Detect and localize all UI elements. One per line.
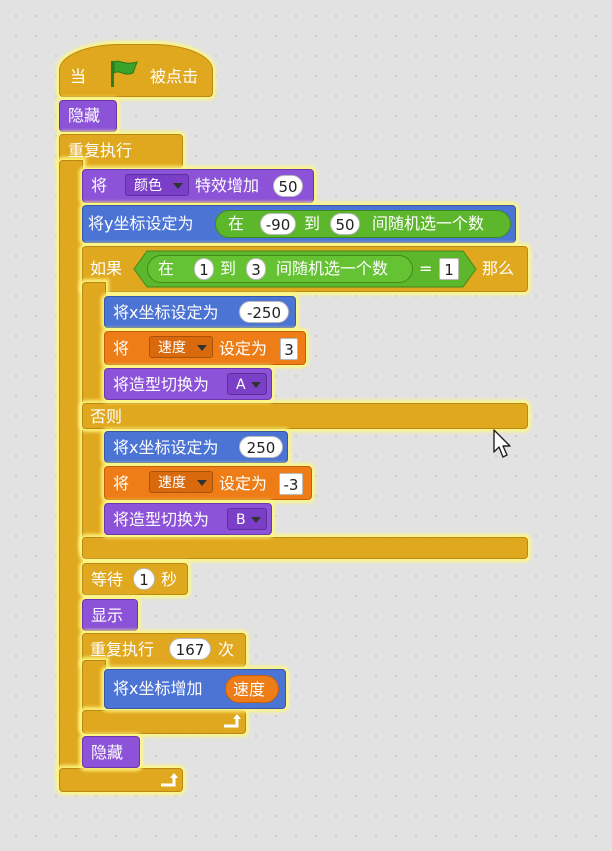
switch-costume-label: 将造型切换为 <box>113 510 210 529</box>
variable-dropdown-label: 速度 <box>158 475 186 491</box>
random-end-label: 间随机选一个数 <box>372 214 485 233</box>
set-var-prefix: 将 <box>113 339 130 358</box>
set-var-value-input[interactable]: -3 <box>279 473 303 495</box>
if-label: 如果 <box>90 259 123 278</box>
set-x-label: 将x坐标设定为 <box>113 438 219 457</box>
hide-block-end[interactable]: 隐藏 <box>82 736 140 768</box>
switch-costume-block-then[interactable]: 将造型切换为 A <box>104 368 272 400</box>
switch-costume-block-else[interactable]: 将造型切换为 B <box>104 503 272 535</box>
speed-reporter-label: 速度 <box>233 680 266 699</box>
random-in-label: 在 <box>228 214 245 233</box>
repeat-count-input[interactable]: 167 <box>169 638 211 660</box>
costume-dropdown[interactable]: B <box>227 508 267 530</box>
effect-prefix: 将 <box>91 176 108 195</box>
set-var-mid: 设定为 <box>219 474 268 493</box>
if-random-in-label: 在 <box>158 259 175 278</box>
wait-label: 等待 <box>91 570 124 589</box>
hat-when-label: 当 <box>70 67 87 86</box>
switch-costume-label: 将造型切换为 <box>113 375 210 394</box>
change-effect-block[interactable]: 将 颜色 特效增加 50 <box>82 169 314 203</box>
variable-dropdown[interactable]: 速度 <box>149 336 213 358</box>
set-var-prefix: 将 <box>113 474 130 493</box>
hat-clicked-label: 被点击 <box>150 67 199 86</box>
wait-seconds-input[interactable]: 1 <box>133 568 155 590</box>
loop-arrow-icon <box>161 773 178 787</box>
set-x-block-then[interactable]: 将x坐标设定为 -250 <box>104 296 296 328</box>
if-random-to-input[interactable]: 3 <box>246 258 266 280</box>
if-bottom-bar <box>82 537 528 559</box>
dropdown-arrow-icon <box>197 480 207 486</box>
repeat-bottom <box>82 710 246 734</box>
green-flag-icon <box>111 60 138 87</box>
forever-arm-bottom <box>59 768 183 792</box>
dropdown-arrow-icon <box>173 183 183 189</box>
variable-dropdown[interactable]: 速度 <box>149 471 213 493</box>
if-random-from-input[interactable]: 1 <box>194 258 214 280</box>
effect-suffix: 特效增加 <box>195 176 260 195</box>
show-block[interactable]: 显示 <box>82 599 138 631</box>
hide-label: 隐藏 <box>68 106 101 125</box>
dropdown-arrow-icon <box>251 517 261 523</box>
variable-dropdown-label: 速度 <box>158 340 186 356</box>
hide-block[interactable]: 隐藏 <box>59 100 117 132</box>
random-reporter-y[interactable]: 在 -90 到 50 间随机选一个数 <box>215 210 511 238</box>
wait-block[interactable]: 等待 1 秒 <box>82 563 188 595</box>
set-x-label: 将x坐标设定为 <box>113 303 219 322</box>
mouse-cursor-icon <box>493 429 511 458</box>
repeat-header <box>82 633 246 667</box>
change-x-label: 将x坐标增加 <box>113 679 203 698</box>
set-y-label: 将y坐标设定为 <box>88 214 194 233</box>
effect-dropdown-label: 颜色 <box>134 178 162 194</box>
change-x-block[interactable]: 将x坐标增加 速度 <box>104 669 286 709</box>
repeat-label: 重复执行 <box>90 640 155 659</box>
equals-sign: = <box>419 259 433 278</box>
set-var-mid: 设定为 <box>219 339 268 358</box>
costume-dropdown[interactable]: A <box>227 373 267 395</box>
set-y-block[interactable]: 将y坐标设定为 在 -90 到 50 间随机选一个数 <box>82 205 516 243</box>
dropdown-arrow-icon <box>251 382 261 388</box>
set-var-block-then[interactable]: 将 速度 设定为 3 <box>104 331 306 365</box>
else-label: 否则 <box>90 407 123 426</box>
forever-left-arm <box>59 160 83 780</box>
else-bar <box>82 403 528 429</box>
forever-label: 重复执行 <box>68 141 133 160</box>
random-from-input[interactable]: -90 <box>260 213 296 235</box>
speed-variable-reporter[interactable]: 速度 <box>225 675 279 703</box>
show-label: 显示 <box>91 606 124 625</box>
dropdown-arrow-icon <box>197 345 207 351</box>
set-x-value-input[interactable]: -250 <box>239 301 289 323</box>
effect-dropdown[interactable]: 颜色 <box>125 174 189 196</box>
repeat-unit-label: 次 <box>218 640 235 659</box>
if-random-to-label: 到 <box>220 259 237 278</box>
costume-dropdown-label: B <box>236 512 246 528</box>
random-reporter-if[interactable]: 在 1 到 3 间随机选一个数 <box>147 255 413 283</box>
set-x-block-else[interactable]: 将x坐标设定为 250 <box>104 431 288 463</box>
if-random-end-label: 间随机选一个数 <box>276 259 389 278</box>
random-to-label: 到 <box>304 214 321 233</box>
random-to-input[interactable]: 50 <box>330 213 360 235</box>
when-flag-clicked-block[interactable]: 当 被点击 <box>59 44 213 97</box>
set-x-value-input[interactable]: 250 <box>239 436 283 458</box>
wait-unit-label: 秒 <box>161 570 178 589</box>
loop-arrow-icon <box>224 714 241 728</box>
effect-value-input[interactable]: 50 <box>273 175 303 197</box>
equals-compare-input[interactable]: 1 <box>439 258 459 280</box>
costume-dropdown-label: A <box>236 377 246 393</box>
set-var-block-else[interactable]: 将 速度 设定为 -3 <box>104 466 312 500</box>
hide-label: 隐藏 <box>91 743 124 762</box>
set-var-value-input[interactable]: 3 <box>280 338 298 360</box>
then-label: 那么 <box>482 259 515 278</box>
